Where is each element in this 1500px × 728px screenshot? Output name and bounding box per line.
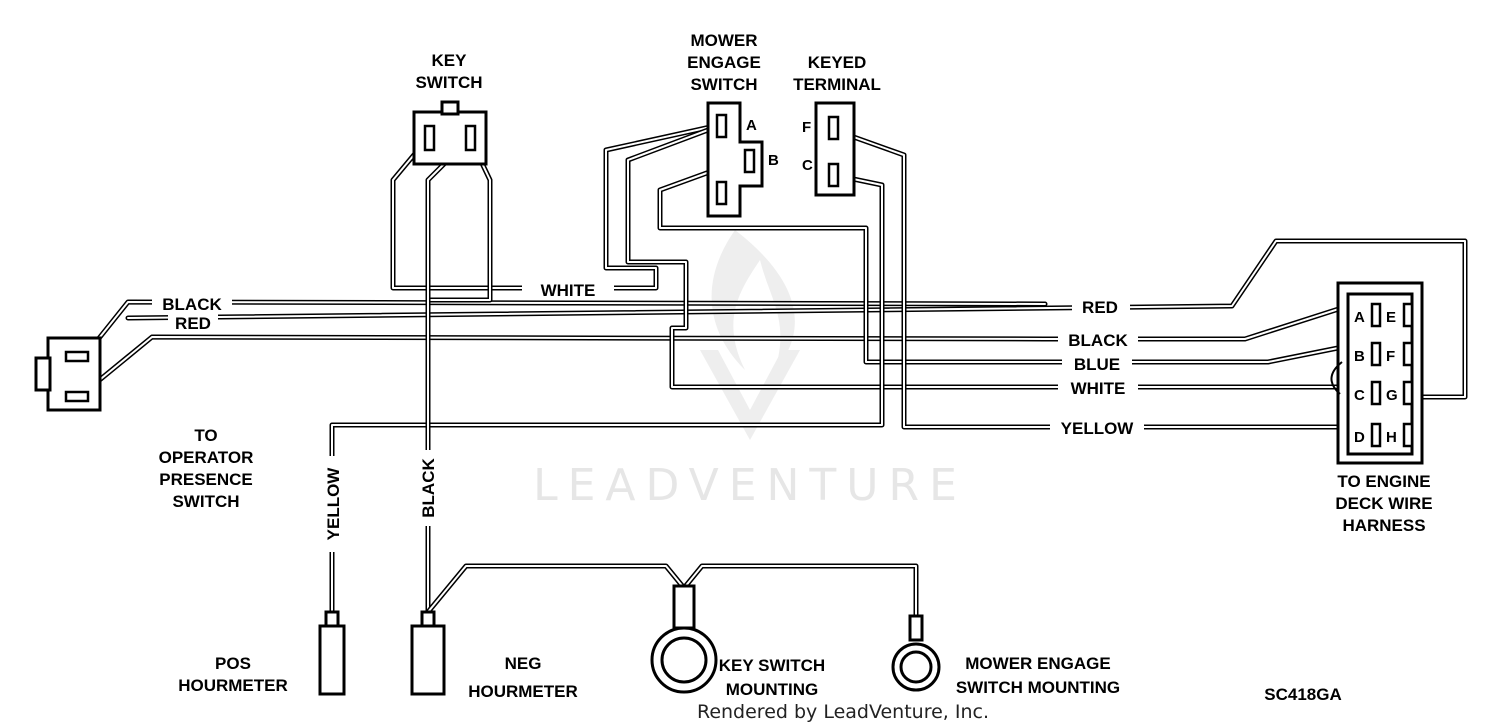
wire-label-blue-right: BLUE — [1074, 355, 1120, 374]
engine-deck-label-3: HARNESS — [1342, 516, 1425, 535]
key-switch-label-1: KEY — [432, 51, 468, 70]
wire-white-key — [390, 121, 727, 291]
key-switch-label-2: SWITCH — [415, 73, 482, 92]
component-labels: KEY SWITCH MOWER ENGAGE SWITCH KEYED TER… — [159, 31, 1433, 704]
neg-hourmeter-label-2: HOURMETER — [468, 682, 578, 701]
deck-pin-h: H — [1386, 429, 1397, 446]
keyed-terminal: F C — [802, 101, 856, 197]
wire-blue — [657, 155, 1351, 365]
wire-label-yellow-right: YELLOW — [1061, 419, 1135, 438]
wire-label-black-right: BLACK — [1068, 331, 1128, 350]
wire-label-yellow-vertical: YELLOW — [324, 467, 343, 541]
watermark-text: LEADVENTURE — [533, 460, 967, 511]
mower-engage-mounting-label-1: MOWER ENGAGE — [965, 654, 1110, 673]
wire-label-red-left: RED — [175, 314, 211, 333]
key-switch-mounting-label-2: MOUNTING — [726, 680, 819, 699]
deck-pin-c: C — [1354, 387, 1365, 404]
neg-hourmeter-terminal — [410, 610, 446, 696]
wire-labels: WHITE BLACK RED RED BLACK BLUE WHITE YEL… — [152, 278, 1144, 552]
mower-engage-label-3: SWITCH — [690, 75, 757, 94]
watermark: LEADVENTURE — [533, 230, 967, 511]
watermark-chevron-icon — [700, 350, 800, 440]
diagram-code: SC418GA — [1264, 685, 1341, 704]
key-switch-mounting-label-1: KEY SWITCH — [719, 656, 825, 675]
deck-pin-g: G — [1386, 387, 1398, 404]
deck-pin-d: D — [1354, 429, 1365, 446]
operator-presence-label-2: OPERATOR — [159, 448, 254, 467]
mower-engage-switch: A B — [706, 101, 779, 218]
deck-pin-a: A — [1354, 309, 1365, 326]
deck-pin-f: F — [1386, 348, 1395, 365]
wire-label-black-left: BLACK — [162, 295, 222, 314]
mower-engage-label-1: MOWER — [690, 31, 757, 50]
pos-hourmeter-terminal — [318, 610, 346, 696]
engine-deck-connector: A B C D E F G H — [1330, 281, 1424, 465]
keyed-terminal-label-1: KEYED — [808, 53, 867, 72]
deck-pin-e: E — [1386, 309, 1396, 326]
wire-label-red-right: RED — [1082, 298, 1118, 317]
wire-label-white-top: WHITE — [541, 281, 596, 300]
deck-pin-b: B — [1354, 348, 1365, 365]
mower-engage-ring-terminal — [891, 614, 941, 692]
operator-presence-label-3: PRESENCE — [159, 470, 253, 489]
wire-black-hourmeter — [425, 135, 493, 618]
wire-harness — [77, 121, 1468, 621]
footer-credit: Rendered by LeadVenture, Inc. — [697, 701, 989, 723]
pin-label-b: B — [768, 152, 779, 169]
operator-presence-label-4: SWITCH — [172, 492, 239, 511]
wire-ground — [425, 563, 919, 621]
wire-red-right — [125, 238, 1468, 400]
operator-presence-label-1: TO — [194, 426, 217, 445]
keyed-terminal-label-2: TERMINAL — [793, 75, 881, 94]
neg-hourmeter-label-1: NEG — [505, 654, 542, 673]
wire-red-left — [77, 303, 1351, 399]
key-switch-ring-terminal — [650, 584, 718, 694]
watermark-flame-icon — [711, 230, 795, 370]
pin-label-a: A — [746, 117, 757, 134]
mower-engage-mounting-label-2: SWITCH MOUNTING — [956, 678, 1120, 697]
engine-deck-label-1: TO ENGINE — [1337, 472, 1430, 491]
engine-deck-label-2: DECK WIRE — [1335, 494, 1432, 513]
pin-label-f: F — [802, 119, 811, 136]
pos-hourmeter-label-2: HOURMETER — [178, 676, 288, 695]
operator-presence-plug — [34, 336, 102, 412]
mower-engage-label-2: ENGAGE — [687, 53, 761, 72]
key-switch — [412, 100, 488, 166]
wire-label-white-right: WHITE — [1071, 379, 1126, 398]
wire-label-black-vertical: BLACK — [419, 458, 438, 518]
wire-white-deck — [625, 121, 1353, 390]
pin-label-c: C — [802, 157, 813, 174]
pos-hourmeter-label-1: POS — [215, 654, 251, 673]
